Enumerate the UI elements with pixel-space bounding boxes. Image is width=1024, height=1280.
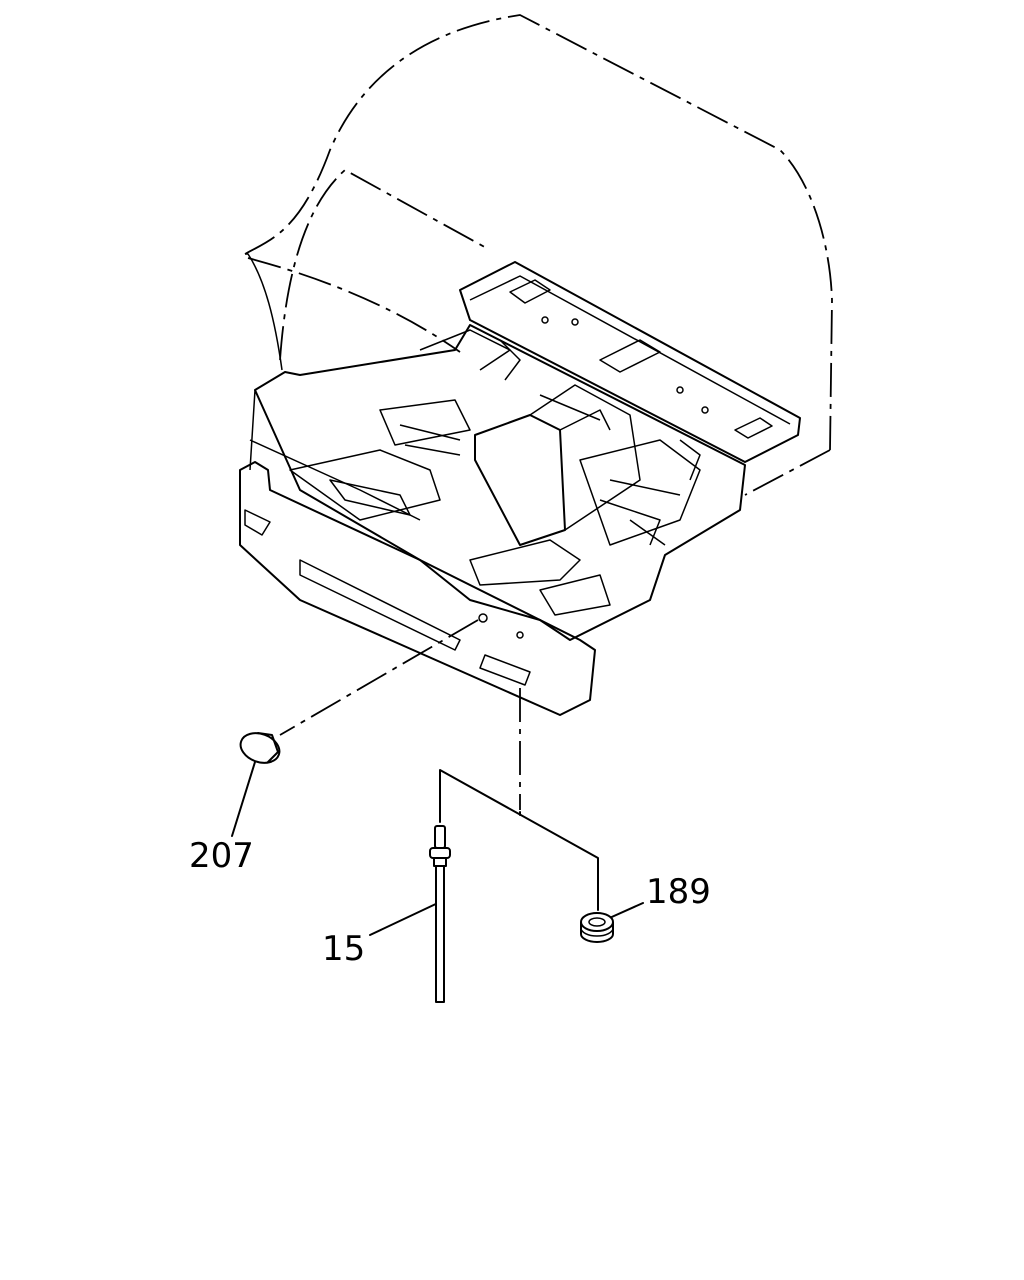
rod-part (429, 825, 451, 1003)
callout-15: 15 (322, 929, 365, 969)
plug-part (239, 732, 281, 764)
callout-189: 189 (646, 872, 711, 912)
floor-panel (239, 261, 801, 716)
callout-207: 207 (189, 836, 254, 876)
bushing-part (580, 912, 614, 943)
cab-outline (244, 14, 833, 496)
